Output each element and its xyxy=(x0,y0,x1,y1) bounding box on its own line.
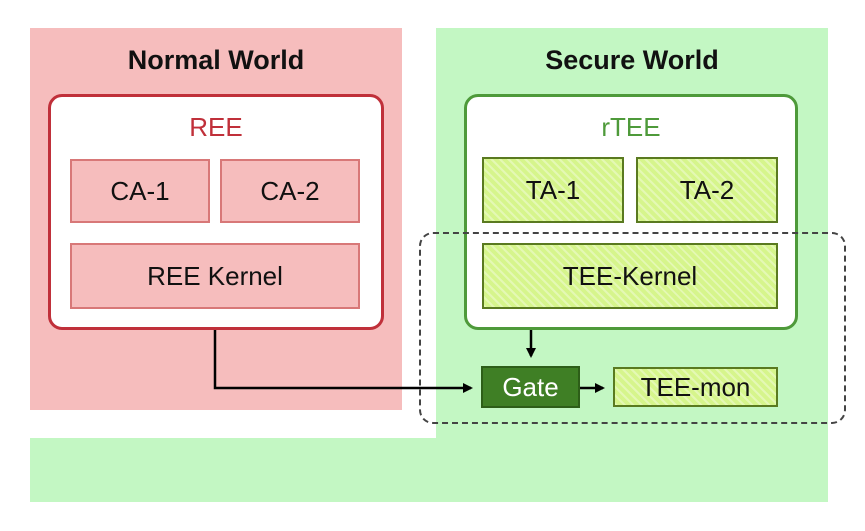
ta-2-box: TA-2 xyxy=(636,157,778,223)
gate-box: Gate xyxy=(481,366,580,408)
tee-mon-box: TEE-mon xyxy=(613,367,778,407)
ca-2-box: CA-2 xyxy=(220,159,360,223)
tee-kernel-box: TEE-Kernel xyxy=(482,243,778,309)
trusted-boundary xyxy=(419,232,846,424)
world-gap-bottom xyxy=(30,410,436,438)
rtee-title: rTEE xyxy=(601,111,661,142)
ree-kernel-to-gate-arrow xyxy=(213,330,473,393)
ca-1-box: CA-1 xyxy=(70,159,210,223)
ree-title: REE xyxy=(189,111,243,142)
secure-world-title: Secure World xyxy=(545,44,719,75)
normal-world-title: Normal World xyxy=(127,44,305,75)
ta-1-box: TA-1 xyxy=(482,157,624,223)
ree-kernel-box: REE Kernel xyxy=(70,243,360,309)
